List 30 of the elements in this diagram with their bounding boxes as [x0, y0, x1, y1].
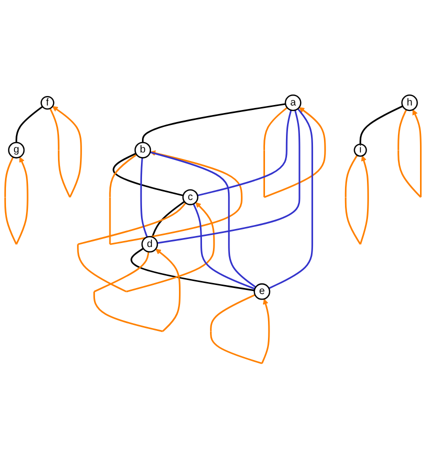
connector: [268, 108, 314, 290]
connector: [150, 152, 256, 288]
arrow: [398, 110, 422, 198]
arrow: [344, 154, 369, 245]
arrow: [77, 202, 215, 293]
node-circle: c: [182, 189, 198, 206]
arrow: [210, 294, 270, 364]
connector: [140, 158, 148, 238]
node-circle: a: [284, 94, 302, 112]
arrow: [49, 106, 82, 198]
connector: [130, 248, 255, 292]
arrow: [263, 107, 326, 198]
node-circle: h: [401, 94, 418, 112]
node-circle: d: [141, 236, 158, 253]
connector: [112, 152, 184, 196]
connector: [197, 110, 292, 196]
arrow: [93, 248, 181, 332]
connector: [152, 201, 185, 238]
connector: [360, 106, 404, 144]
node-circle: f: [40, 96, 54, 110]
arrow: [4, 156, 28, 245]
node-circle: b: [134, 142, 152, 159]
connector: [157, 110, 300, 244]
node-circle: i: [354, 144, 367, 157]
arrow: [109, 150, 243, 246]
connector: [192, 204, 256, 290]
connector: [16, 106, 43, 143]
node-circle: g: [8, 142, 25, 159]
connector: [142, 103, 286, 143]
node-circle: e: [254, 284, 270, 300]
